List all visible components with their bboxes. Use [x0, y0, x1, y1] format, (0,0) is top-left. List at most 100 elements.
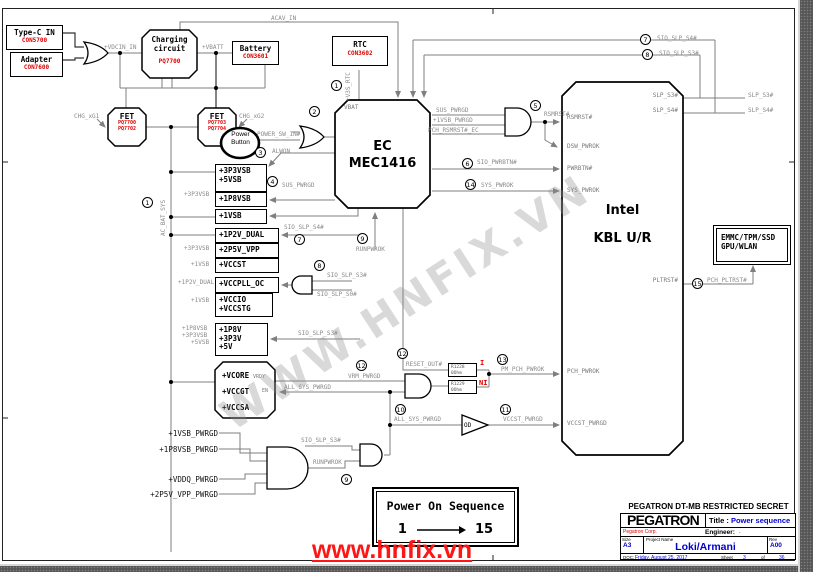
net-ec-1vsb-pwrgd: +1VSB_PWRGD	[433, 117, 473, 124]
r1228-stuff-flag: I	[480, 359, 485, 367]
adapter-part: CON7600	[23, 64, 50, 71]
seq-marker-5: 5	[530, 100, 541, 111]
restricted-banner: PEGATRON DT-MB RESTRICTED SECRET	[628, 502, 789, 511]
sheet-label: Sheet	[721, 555, 733, 560]
net-sus-pwrgd: SUS_PWRGD	[282, 182, 315, 189]
power-button-l2: Button	[231, 138, 250, 146]
pch-pin-syspwrok: SYS_PWROK	[567, 187, 600, 194]
net-all-sys-pwrgd-en: ALL_SYS_PWRGD	[284, 384, 331, 391]
net-pch-rsmrst-ec: PCH_RSMRST#_EC	[428, 127, 479, 134]
sheet-value: 3	[743, 555, 746, 561]
seq-marker-14: 14	[465, 179, 476, 190]
fet-right-block: FET PQ7703 PQ7704	[198, 112, 236, 132]
project-label: Project Name	[646, 537, 674, 542]
engineer-label: Engineer:	[705, 529, 735, 536]
pegatron-logo: PEGATRON	[621, 513, 706, 527]
r1228-name: R1228	[451, 365, 465, 370]
charging-l2: circuit	[153, 44, 186, 53]
seq-marker-12: 12	[397, 348, 408, 359]
vrm-l2: +VCCGT	[222, 387, 250, 396]
and-gate-rsmrst	[504, 107, 532, 137]
fet-right-part2: PQ7704	[207, 125, 227, 132]
pch-title-intel: Intel	[605, 203, 640, 218]
title-block-table: PEGATRON Title : Power sequence Pegatron…	[620, 513, 796, 561]
rail-1p8vsb: +1P8VSB	[215, 192, 267, 207]
emmc-l2: GPU/WLAN	[721, 242, 758, 251]
rail-3p3vsb-5vsb: +3P3VSB +5VSB	[215, 164, 267, 192]
net-ec-sus-pwrgd: SUS_PWRGD	[436, 107, 469, 114]
ec-pin-vbat: VBAT	[344, 104, 359, 111]
seq-marker-3: 3	[255, 147, 266, 158]
fet-left-label: FET	[119, 112, 135, 121]
pch-pin-pwrbtn: PWRBTN#	[567, 165, 593, 172]
net-v3s-rtc: +V3S_RTC	[345, 72, 352, 101]
seq-marker-7: 7	[640, 34, 651, 45]
pch-pin-vccstpwrgd: VCCST_PWRGD	[567, 420, 607, 427]
seq-marker-8b: 8	[314, 260, 325, 271]
net-sio-slp-s0: SIO_SLP_S0#	[317, 291, 357, 298]
resistor-r1228: R1228 0Ohm	[448, 363, 477, 377]
r1229-name: R1229	[451, 382, 465, 387]
seq-marker-11: 11	[500, 404, 511, 415]
vrm-pin-vrdy: VRDY	[253, 374, 266, 380]
net-sio-slp-s4-top: SIO_SLP_S4#	[657, 35, 697, 42]
fet-left-block: FET PQ7700 PQ7702	[108, 112, 146, 132]
charging-outline	[141, 29, 198, 79]
net-runpwrok-ec: RUNPWROK	[356, 246, 385, 253]
seq-marker-1: 1	[142, 197, 153, 208]
net-pch-pltrst: PCH_PLTRST#	[707, 277, 747, 284]
pages-value: 36	[779, 555, 785, 561]
charging-circuit-block: Charging circuit PQ7700	[142, 35, 197, 75]
net-sio-slp-s3-gate: SIO_SLP_S3#	[301, 437, 341, 444]
net-alwon: ALWON	[272, 148, 291, 155]
net-in-1p8vsb: +1P8VSB	[182, 325, 208, 332]
vrm-outline	[214, 361, 276, 419]
net-sio-slp-s4-rail: SIO_SLP_S4#	[284, 224, 324, 231]
corp-label: Pegatron Corp.	[623, 529, 657, 535]
fet-right-part1: PQ7703	[207, 120, 227, 126]
battery-connector: Battery CON3601	[232, 41, 279, 65]
size-value: A3	[623, 542, 632, 549]
sheet-border	[2, 8, 795, 561]
seq-marker-9b: 9	[341, 474, 352, 485]
net-sio-slp-s3-vccpll: SIO_SLP_S3#	[327, 272, 367, 279]
net-vdcin-in: +VDCIN_IN	[104, 44, 137, 51]
typec-label: Type-C IN	[14, 28, 55, 37]
adapter-connector: Adapter CON7600	[10, 52, 63, 77]
seq-marker-10: 10	[395, 404, 406, 415]
seq-marker-12b: 12	[356, 360, 367, 371]
net-reset-out: RESET_OUT#	[406, 361, 443, 368]
and-gate-allsys	[359, 443, 383, 467]
net-vccst-pwrgd: VCCST_PWRGD	[503, 416, 543, 423]
size-label: Size	[622, 537, 631, 542]
net-sio-slp-s3-top: SIO_SLP_S3#	[659, 50, 699, 57]
typec-connector: Type-C IN CON5700	[6, 25, 63, 50]
rail-1vsb: +1VSB	[215, 209, 267, 224]
ec-title: EC MEC1416	[335, 138, 430, 172]
pch-pin-pchpwrok: PCH_PWROK	[567, 368, 600, 375]
fet-left-outline	[107, 107, 147, 147]
rtc-label: RTC	[353, 40, 367, 49]
rail-vccio-vccstg: +VCCIO +VCCSTG	[215, 293, 273, 317]
typec-part: CON5700	[21, 37, 48, 44]
sequence-to: 15	[474, 522, 494, 537]
battery-part: CON3601	[242, 53, 269, 60]
net-vrm-pwrgd: VRM_PWRGD	[348, 373, 381, 380]
net-in-3p3vsb-b: +3P3VSB	[184, 245, 210, 252]
battery-label: Battery	[239, 44, 272, 53]
pch-title-kbl: KBL U/R	[593, 231, 652, 246]
pch-pin-dsw-pwrok: DSW_PWROK	[567, 143, 600, 150]
rail-vccpll-oc: +VCCPLL_OC	[215, 277, 279, 293]
pch-outline	[561, 81, 684, 456]
net-power-sw-in: POWER_SW_IN#	[257, 131, 301, 138]
pch-pin-rsmrst: RSMRST#	[567, 114, 593, 121]
charging-part: PQ7700	[158, 58, 181, 65]
rail-vccst: +VCCST	[215, 258, 279, 273]
ec-l1: EC	[373, 139, 392, 154]
net-sio-pwrbtn: SIO_PWRBTN#	[477, 159, 517, 166]
rtc-part: CON3602	[347, 50, 373, 57]
adapter-label: Adapter	[20, 55, 53, 64]
and-gate-pchpwrok	[404, 373, 432, 399]
watermark-bottom: www.hnfix.vn	[312, 536, 473, 564]
